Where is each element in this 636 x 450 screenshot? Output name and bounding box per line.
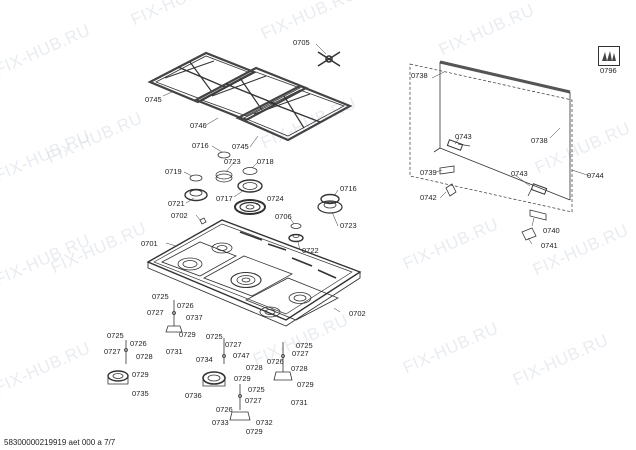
part-label: 0736 [185,391,202,400]
part-label: 0725 [152,292,169,301]
part-label: 0744 [587,171,604,180]
part-label: 0723 [224,157,241,166]
part-label: 0724 [267,194,284,203]
part-label: 0728 [291,364,308,373]
part-label: 0725 [206,332,223,341]
part-label: 0729 [297,380,314,389]
hinge-parts [439,165,547,241]
part-label: 0726 [177,301,194,310]
part-label: 0721 [168,199,185,208]
part-label: 0731 [166,347,183,356]
part-label: 0740 [543,226,560,235]
part-label: 0741 [541,241,558,250]
part-label: 0725 [248,385,265,394]
part-label: 0731 [291,398,308,407]
part-label: 0702 [349,309,366,318]
part-label: 0725 [107,331,124,340]
wok-adapter [317,51,341,67]
valve-parts [107,300,293,421]
part-label: 0737 [186,313,203,322]
part-label: 0727 [104,347,121,356]
part-label: 0717 [216,194,233,203]
part-label: 0716 [192,141,209,150]
part-label: 0796 [600,66,617,75]
part-label: 0729 [179,330,196,339]
part-label: 0742 [420,193,437,202]
part-label: 0727 [245,396,262,405]
part-label: 0735 [132,389,149,398]
part-label: 0729 [132,370,149,379]
part-label: 0747 [233,351,250,360]
part-label: 0746 [190,121,207,130]
part-label: 0738 [411,71,428,80]
leader-lines [162,43,591,313]
part-label: 0728 [246,363,263,372]
part-label: 0743 [511,169,528,178]
part-label: 0702 [171,211,188,220]
part-label: 0745 [145,95,162,104]
part-label: 0743 [455,132,472,141]
part-label: 0729 [234,374,251,383]
part-label: 0719 [165,167,182,176]
part-label: 0726 [216,405,233,414]
part-label: 0726 [267,357,284,366]
part-label: 0734 [196,355,213,364]
part-label: 0727 [292,349,309,358]
part-label: 0739 [420,168,437,177]
pan-support-left [147,51,257,104]
burner-parts [184,151,343,243]
part-label: 0733 [212,418,229,427]
glass-lid [409,60,573,213]
part-label: 0726 [130,339,147,348]
part-label: 0728 [136,352,153,361]
part-label: 0732 [256,418,273,427]
part-label: 0701 [141,239,158,248]
part-label: 0706 [275,212,292,221]
part-label: 0718 [257,157,274,166]
part-label: 0722 [302,246,319,255]
part-label: 0729 [246,427,263,436]
part-label: 0725 [296,341,313,350]
symbol-badge [598,46,620,66]
hob-plate [146,219,362,327]
part-label: 0738 [531,136,548,145]
part-label: 0727 [147,308,164,317]
part-label: 0716 [340,184,357,193]
part-label: 0745 [232,142,249,151]
document-footer: 58300000219919 aet 000 a 7/7 [4,438,116,447]
pan-support-right [235,84,353,142]
part-label: 0705 [293,38,310,47]
part-label: 0723 [340,221,357,230]
part-label: 0727 [225,340,242,349]
